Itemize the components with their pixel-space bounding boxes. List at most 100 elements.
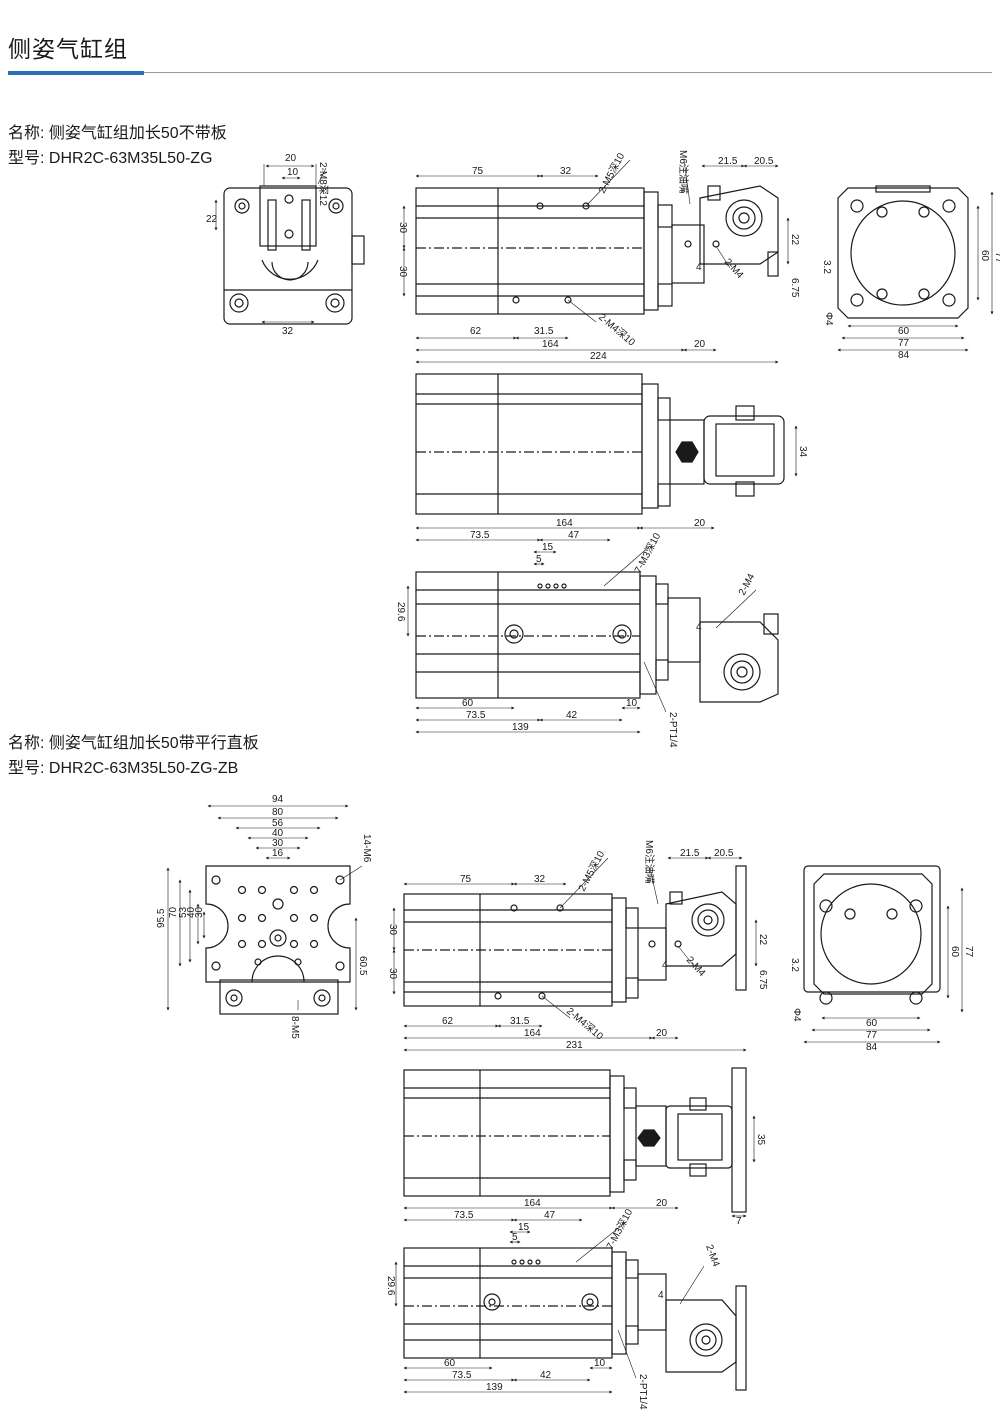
dim-label: 29.6: [395, 602, 406, 622]
dim-label: M6注油嘴: [643, 840, 656, 884]
dim-label: 31.5: [510, 1016, 530, 1027]
dim-label: 224: [590, 351, 607, 362]
dim-label: 4: [696, 262, 702, 273]
title-accent-bar: [8, 71, 144, 75]
dim-label: 60: [462, 698, 474, 709]
dim-label: 30: [397, 266, 408, 278]
dim-label: 29.6: [385, 1276, 396, 1296]
name-prefix: 名称:: [8, 125, 45, 142]
dim-label: 2-PT1/4: [667, 712, 678, 748]
dim-label: 164: [542, 339, 559, 350]
dim-label: 60: [979, 250, 990, 262]
dim-label: 7-M3深10: [632, 531, 663, 576]
dim-label: 75: [472, 166, 484, 177]
dim-label: 6.75: [789, 278, 800, 298]
dim-label: 10: [626, 698, 638, 709]
dim-label: 84: [866, 1042, 878, 1053]
dim-label: 2-M4: [737, 572, 758, 598]
dim-label: 53: [178, 906, 189, 918]
dim-label: 2-M4深10: [596, 311, 638, 349]
dim-label: 40: [186, 906, 197, 918]
drawing-1: [214, 159, 994, 734]
dim-label: 30: [194, 906, 205, 918]
dim-label: 2-M5深10: [576, 849, 607, 894]
dim-label: 42: [566, 710, 578, 721]
dim-label: 22: [206, 214, 218, 225]
dim-label: 34: [797, 446, 808, 458]
dim-label: 2-M4: [703, 1243, 721, 1269]
dim-label: 60: [866, 1018, 878, 1029]
dimension-labels: 20 10 2-M8深12 22 32 75 32 2-M5深10 M6注油嘴 …: [156, 150, 1000, 1410]
dim-label: 30: [387, 924, 398, 936]
product-name: 侧姿气缸组加长50不带板: [48, 125, 227, 142]
dim-label: 14-M6: [361, 834, 372, 863]
dim-label: 4: [662, 960, 668, 971]
dim-label: 20: [694, 339, 706, 350]
bottom-view-2: [394, 1206, 747, 1394]
dim-label: 5: [536, 554, 542, 565]
side-view-1: [402, 159, 790, 364]
dim-label: 30: [387, 968, 398, 980]
page-title: 侧姿气缸组: [8, 36, 128, 62]
dim-label: 80: [272, 807, 284, 818]
dim-label: 20: [285, 153, 297, 164]
dim-label: 15: [518, 1222, 530, 1233]
dim-label: 32: [282, 326, 294, 337]
dim-label: 164: [556, 518, 573, 529]
dim-label: 2-M5深10: [596, 151, 627, 196]
dim-label: 47: [568, 530, 580, 541]
model-prefix: 型号:: [8, 760, 45, 777]
dim-label: 32: [560, 166, 572, 177]
dim-label: 62: [470, 326, 482, 337]
dim-label: 77: [898, 338, 910, 349]
dim-label: 62: [442, 1016, 454, 1027]
dim-label: 94: [272, 794, 284, 805]
model-prefix: 型号:: [8, 150, 45, 167]
dim-label: 10: [287, 167, 299, 178]
dim-label: 15: [542, 542, 554, 553]
dim-label: 20.5: [714, 848, 734, 859]
dim-label: 7-M3深10: [604, 1207, 635, 1252]
side-view-2: [392, 856, 758, 1052]
product-model: DHR2C-63M35L50-ZG-ZB: [48, 760, 239, 777]
dim-label: 60: [444, 1358, 456, 1369]
dim-label: 22: [757, 934, 768, 946]
dim-label: 6.75: [757, 970, 768, 990]
title-divider: [8, 72, 992, 73]
dim-label: 164: [524, 1028, 541, 1039]
top-view-2: [403, 1067, 756, 1218]
dim-label: 20: [656, 1028, 668, 1039]
dim-label: 30: [397, 222, 408, 234]
dim-label: 75: [460, 874, 472, 885]
top-view-1: [415, 373, 798, 515]
dim-label: 20: [694, 518, 706, 529]
dim-label: Φ4: [823, 312, 834, 326]
dim-label: 77: [993, 252, 1000, 264]
dim-label: 21.5: [680, 848, 700, 859]
name-prefix: 名称:: [8, 735, 45, 752]
dim-label: 60.5: [357, 956, 368, 976]
dim-label: M6注油嘴: [677, 150, 690, 194]
product-spec-2: 名称: 侧姿气缸组加长50带平行直板 型号: DHR2C-63M35L50-ZG…: [8, 731, 259, 781]
dim-label: 31.5: [534, 326, 554, 337]
dim-label: 3.2: [821, 260, 832, 274]
product-name: 侧姿气缸组加长50带平行直板: [48, 735, 259, 752]
dim-label: 73.5: [470, 530, 490, 541]
dim-label: 84: [898, 350, 910, 361]
end-view-1: [837, 185, 994, 352]
dim-label: 3.2: [789, 958, 800, 972]
product-spec-1: 名称: 侧姿气缸组加长50不带板 型号: DHR2C-63M35L50-ZG: [8, 121, 227, 171]
bottom-view-1: [406, 526, 779, 734]
plate-view-2: [166, 804, 363, 1015]
dim-label: 10: [594, 1358, 606, 1369]
dim-label: 30: [272, 838, 284, 849]
front-view-1: [214, 164, 365, 325]
dim-label: 42: [540, 1370, 552, 1381]
dim-label: 77: [866, 1030, 878, 1041]
dim-label: 56: [272, 818, 284, 829]
dim-label: 73.5: [452, 1370, 472, 1381]
dim-label: 16: [272, 848, 284, 859]
dim-label: 73.5: [454, 1210, 474, 1221]
dim-label: 35: [755, 1134, 766, 1146]
dim-label: 164: [524, 1198, 541, 1209]
